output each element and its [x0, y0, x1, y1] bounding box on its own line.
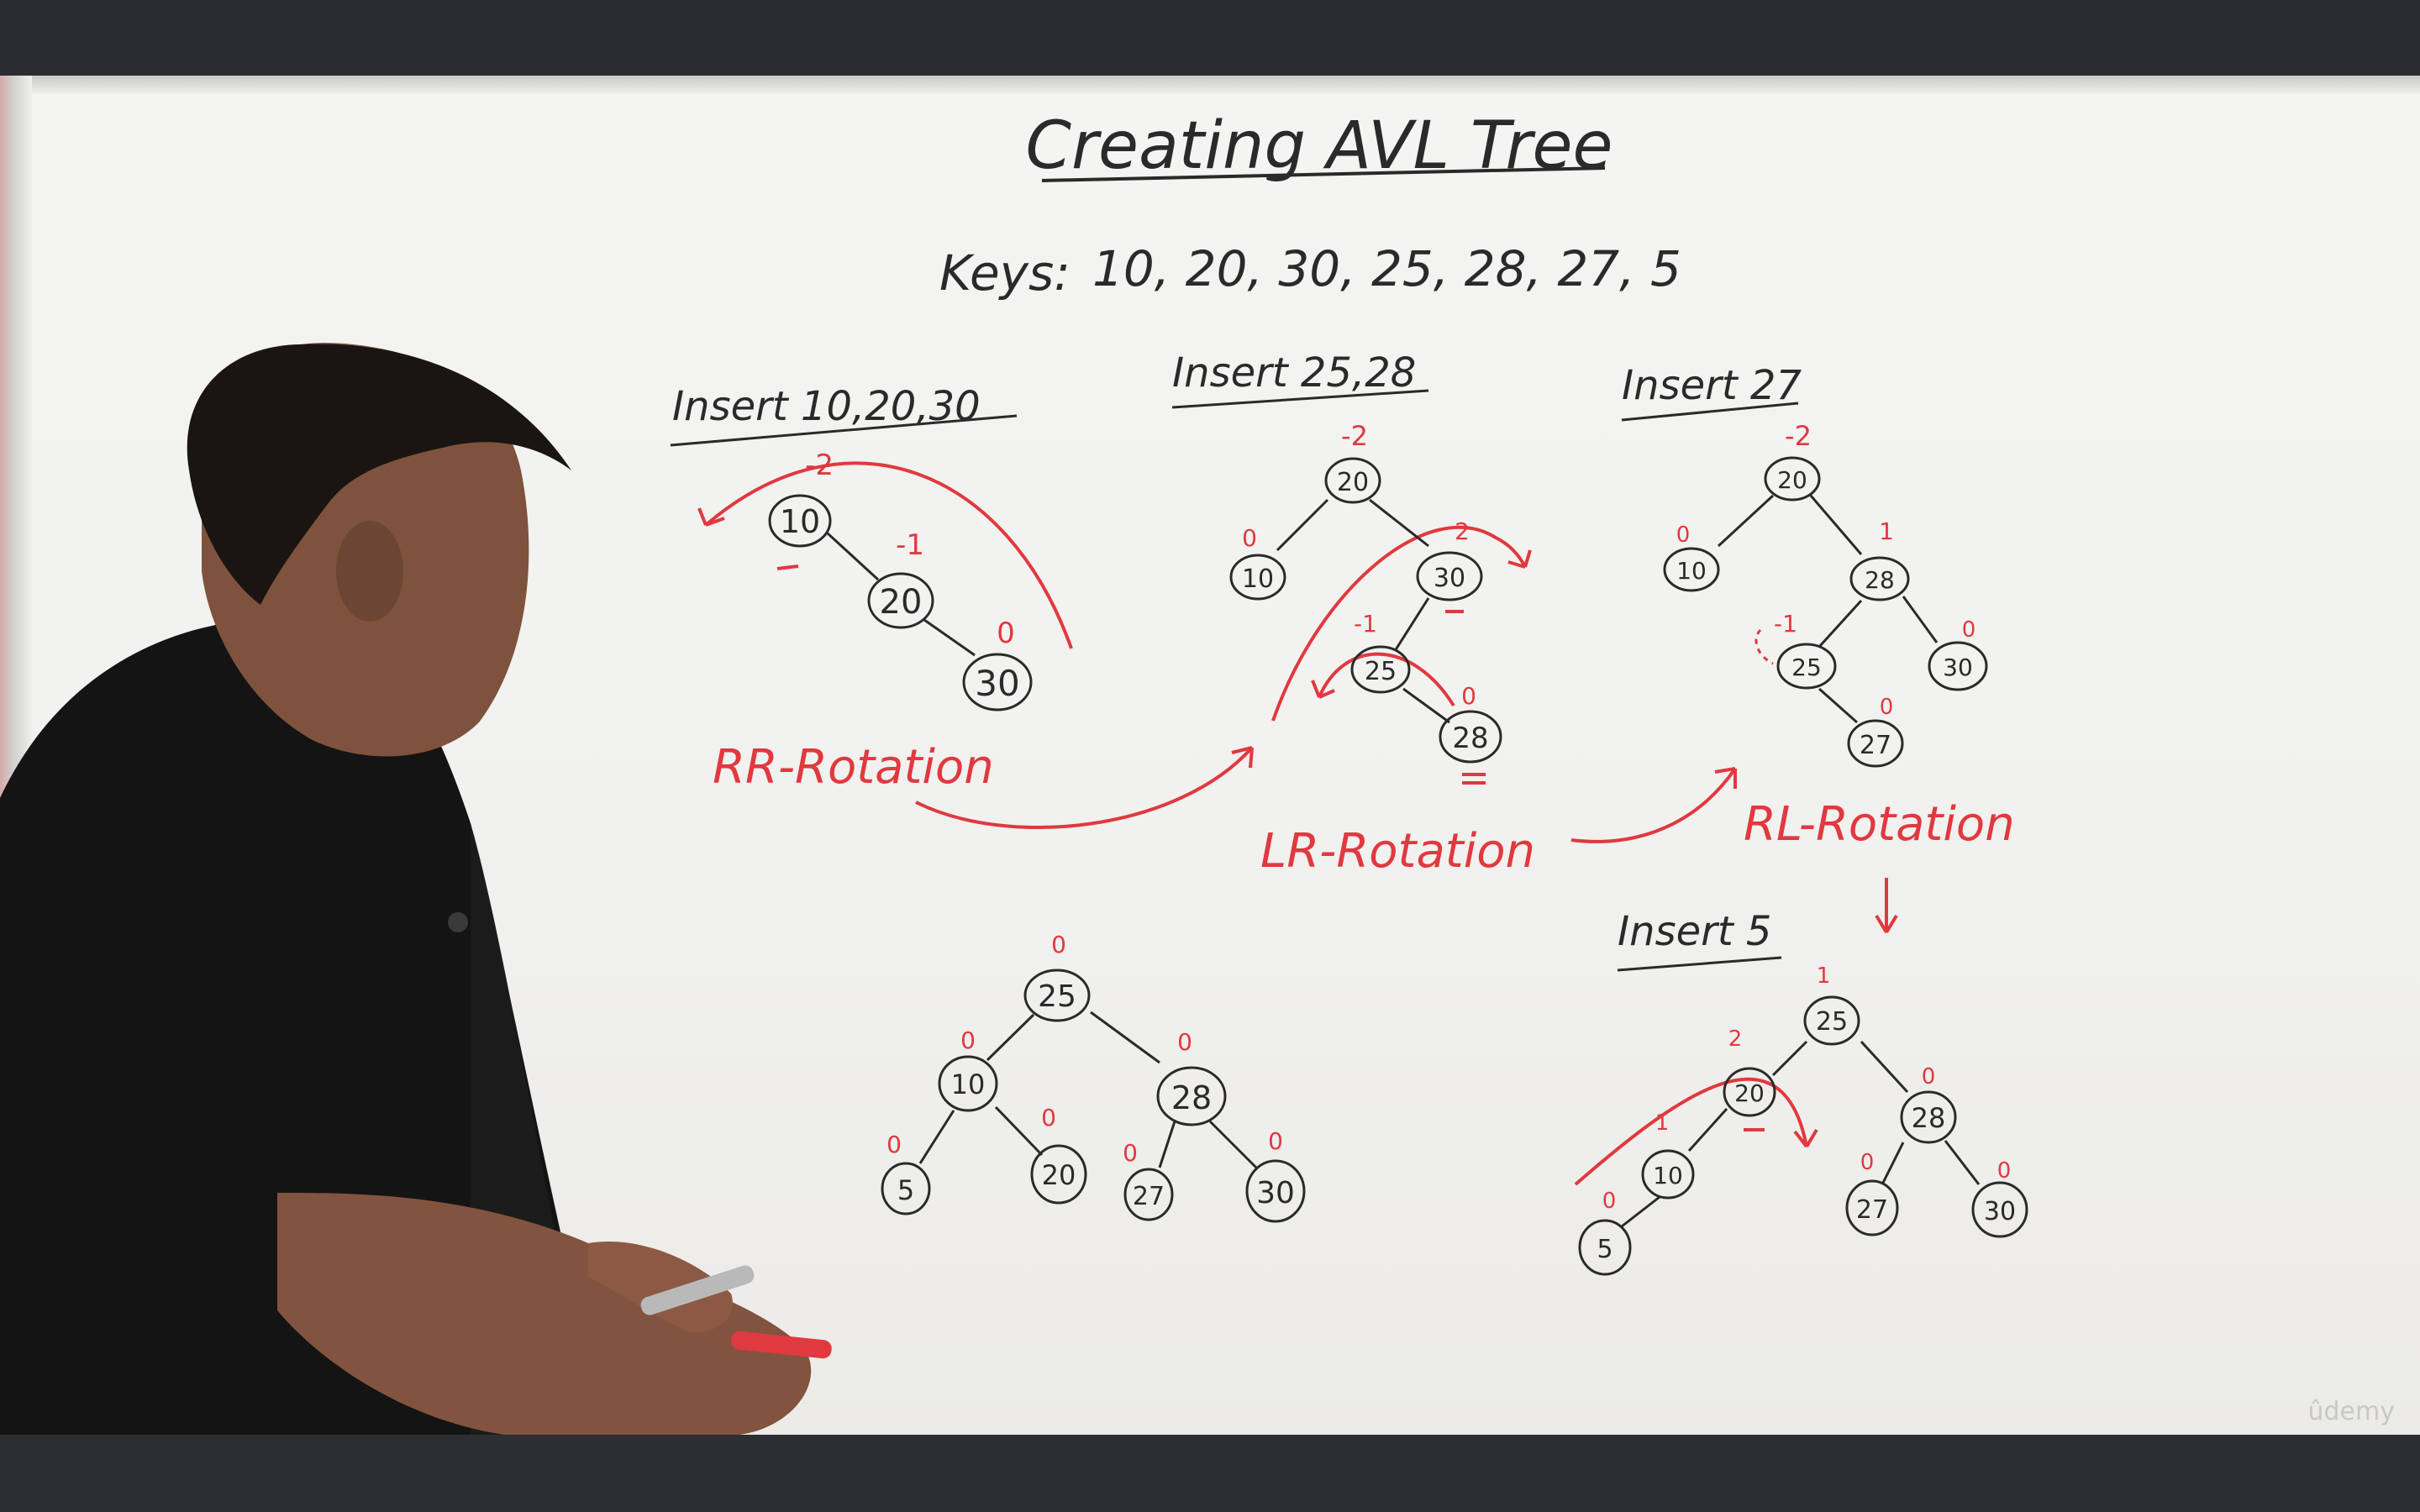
t4-bf-30: 0: [1268, 1127, 1283, 1155]
tree-insert-10-20-30: [768, 494, 1033, 711]
t3-bf-28: 1: [1879, 517, 1894, 545]
t4-node-25: 25: [1038, 979, 1076, 1014]
insert5-rotation-arrow: [1574, 1077, 1808, 1186]
t4-bf-5: 0: [886, 1131, 902, 1158]
heading-insert-5: Insert 5: [1618, 908, 1771, 955]
rr-to-lr-arrow: [915, 746, 1254, 830]
t4-node-27: 27: [1133, 1182, 1165, 1211]
t4-node-5: 5: [897, 1174, 914, 1206]
t3-node-20: 20: [1777, 466, 1807, 494]
t2-bf-20: -2: [1341, 420, 1368, 452]
t3-node-27: 27: [1860, 731, 1891, 760]
t5-bf-30: 0: [1997, 1158, 2012, 1184]
t3-node-10: 10: [1676, 557, 1707, 585]
whiteboard-top-rail: [0, 76, 2420, 94]
t2-node-25: 25: [1365, 657, 1397, 686]
t4-bf-28: 0: [1177, 1028, 1192, 1056]
tree-insert-27: [1663, 456, 1988, 768]
t2-node-10: 10: [1242, 564, 1274, 594]
keys-label: Keys:: [939, 244, 1071, 302]
letterbox-bottom: [0, 1435, 2420, 1512]
tree-insert-5: [1578, 995, 2028, 1276]
t2-bf-28: 0: [1461, 682, 1476, 710]
t1-node-30: 30: [975, 663, 1019, 704]
t5-node-10: 10: [1653, 1162, 1683, 1189]
t3-bf-27: 0: [1880, 695, 1894, 720]
t2-node-20: 20: [1337, 468, 1369, 497]
board-title: Creating AVL Tree: [1025, 108, 1612, 184]
presenter-arm: [277, 1193, 812, 1435]
rl-rotation-label: RL-Rotation: [1744, 797, 2015, 852]
t3-bf-20: -2: [1785, 420, 1812, 452]
t5-node-5: 5: [1597, 1235, 1612, 1264]
rr-rotation-label: RR-Rotation: [713, 740, 994, 795]
t4-node-28: 28: [1171, 1079, 1212, 1116]
t1-bf-20: -1: [896, 528, 924, 562]
t5-node-28: 28: [1912, 1102, 1946, 1134]
t4-bf-10: 0: [960, 1026, 976, 1054]
t5-node-25: 25: [1816, 1007, 1848, 1037]
t5-node-20: 20: [1734, 1079, 1765, 1107]
t4-node-30: 30: [1256, 1176, 1295, 1210]
t4-bf-25: 0: [1051, 931, 1066, 958]
title-underline: [1041, 166, 1606, 182]
t1-bf-30: 0: [997, 617, 1015, 650]
t5-bf-27: 0: [1860, 1150, 1875, 1175]
t4-node-20: 20: [1042, 1159, 1076, 1191]
t5-node-27: 27: [1856, 1195, 1888, 1225]
t1-bf-10: -2: [805, 449, 834, 482]
lr-curve-arrow: [1271, 526, 1527, 722]
t5-bf-10: 1: [1655, 1110, 1670, 1136]
t2-node-30: 30: [1434, 564, 1465, 593]
t2-bf-10: 0: [1242, 524, 1257, 552]
t5-node-30: 30: [1984, 1197, 2016, 1226]
t3-bf-25: -1: [1774, 610, 1797, 638]
t2-bf-30: 2: [1455, 517, 1470, 545]
t5-bf-28: 0: [1922, 1064, 1936, 1089]
t3-node-30: 30: [1943, 654, 1973, 681]
t2-node-28: 28: [1452, 722, 1488, 755]
t3-bf-30: 0: [1962, 617, 1976, 643]
udemy-watermark: ûdemy: [2308, 1397, 2396, 1426]
lr-rotation-label: LR-Rotation: [1260, 824, 1535, 879]
presenter-hair: [187, 344, 571, 605]
t3-bf-10: 0: [1676, 522, 1691, 548]
presenter-hand: [588, 1242, 733, 1332]
heading-insert-25-28: Insert 25,28: [1172, 349, 1416, 396]
lapel-mic: [448, 912, 468, 932]
heading-insert-27: Insert 27: [1622, 362, 1802, 409]
presenter-ear: [336, 521, 403, 622]
t1-node-10: 10: [780, 503, 820, 540]
rr-curve-arrow: [704, 461, 1073, 649]
t1-node-20: 20: [880, 583, 923, 622]
t4-node-10: 10: [951, 1068, 986, 1100]
letterbox-top: [0, 0, 2420, 76]
lr-to-rl-arrow: [1570, 767, 1737, 843]
t2-bf-25: -1: [1354, 610, 1377, 638]
t3-node-28: 28: [1865, 566, 1895, 594]
t4-bf-27: 0: [1123, 1139, 1138, 1167]
tree-result-rl: [881, 969, 1306, 1223]
t5-bf-25: 1: [1817, 963, 1831, 989]
t5-bf-5: 0: [1602, 1189, 1617, 1214]
t3-node-25: 25: [1791, 654, 1822, 681]
presenter: [0, 343, 832, 1435]
marker-grey: [640, 1265, 755, 1315]
marker-red: [731, 1331, 832, 1359]
tree-insert-25-28: [1229, 457, 1502, 764]
keys-value: 10, 20, 30, 25, 28, 27, 5: [1092, 240, 1681, 297]
t5-bf-20: 2: [1728, 1026, 1743, 1052]
t4-bf-20: 0: [1041, 1104, 1056, 1131]
